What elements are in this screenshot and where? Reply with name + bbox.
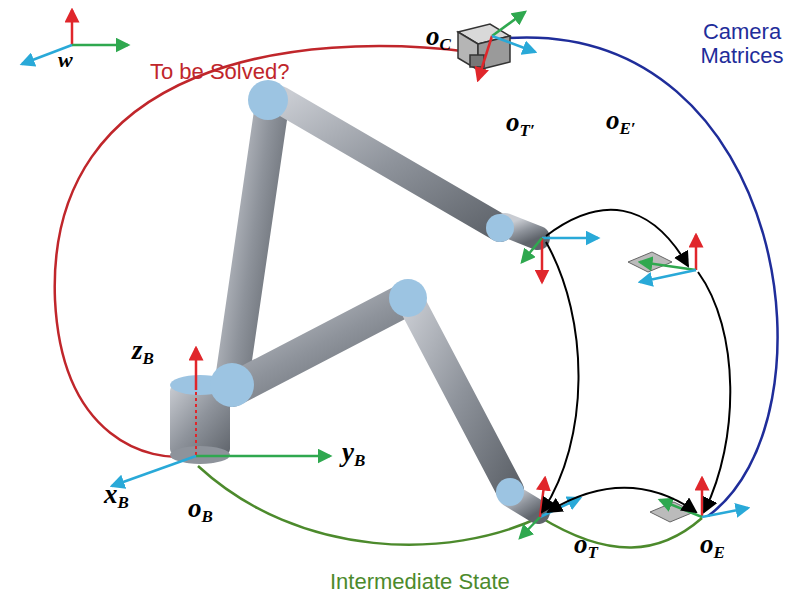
axis-label: yB — [342, 438, 365, 471]
curve-label: Camera Matrices — [692, 20, 792, 68]
frame-label: oT′ — [506, 108, 535, 141]
curve-label: To be Solved? — [150, 60, 289, 84]
axis-label: xB — [104, 480, 129, 513]
curve-label: Intermediate State — [330, 570, 510, 594]
frame-label: oE — [700, 530, 725, 563]
axis-label: zB — [132, 336, 154, 369]
frame-label: oT — [574, 530, 598, 563]
frame-label: oB — [188, 494, 213, 527]
frame-label: oE′ — [606, 106, 636, 139]
world-label: w — [58, 48, 73, 72]
frame-label: oC — [426, 22, 451, 55]
